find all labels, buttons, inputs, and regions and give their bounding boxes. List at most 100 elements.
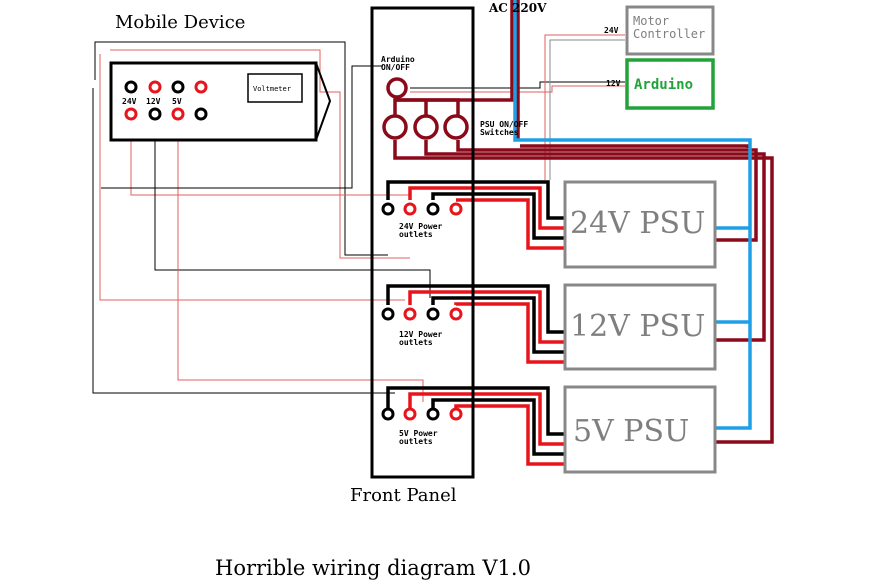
wire-sw1-out — [393, 140, 774, 444]
terminal-mobile-black-2 — [171, 80, 185, 94]
wire-blue-main — [513, 0, 752, 430]
mobile-device-arrow — [315, 62, 332, 141]
psu-5v: 5V PSU — [563, 385, 717, 474]
motor-controller-voltage: 24V — [604, 26, 619, 35]
outlet-5v-red-2 — [449, 407, 463, 421]
outlet-5v-black-1 — [381, 407, 395, 421]
outlet-24v-black-1 — [381, 202, 395, 216]
front-panel-label: Front Panel — [350, 485, 457, 506]
outlet-12v-red-1 — [403, 307, 417, 321]
outlet-12v-black-2 — [426, 307, 440, 321]
motor-controller-box — [625, 5, 715, 56]
outlets-5v: 5V Power outlets — [381, 407, 463, 446]
outlets-24v-label-1: 24V Power — [399, 222, 443, 231]
wire-ac-neutral — [520, 144, 750, 148]
wire-5v-black-2 — [431, 398, 565, 456]
voltmeter-box — [247, 73, 303, 103]
wire-arduino-12v — [410, 81, 625, 89]
psu-5v-label: 5V PSU — [573, 414, 689, 449]
terminal-mobile-red-4 — [171, 107, 185, 121]
psu-5v-box — [563, 385, 717, 474]
outlet-5v-black-2 — [426, 407, 440, 421]
wire-5v-red-1 — [408, 392, 565, 446]
wire-12v-red-2 — [454, 302, 565, 364]
front-panel-body — [370, 6, 475, 479]
psu-switch-2 — [413, 114, 439, 140]
psu-switch-label-2: Switches — [480, 127, 519, 137]
mobile-label-24v: 24V — [122, 97, 137, 106]
wire-5v-red-2 — [454, 404, 565, 466]
ac-label: AC 220V — [488, 1, 547, 15]
terminal-mobile-red-2 — [194, 80, 208, 94]
mobile-label-12v: 12V — [146, 97, 161, 106]
terminal-mobile-black-4 — [194, 107, 208, 121]
arduino-switch-label-2: ON/OFF — [381, 63, 410, 72]
outlets-24v: 24V Power outlets — [381, 202, 463, 239]
blue-wires — [513, 0, 752, 430]
psu-24v-box — [563, 180, 717, 269]
wire-24v-black-1 — [386, 180, 565, 220]
wire-mobile-lower-red-5v — [177, 116, 424, 402]
motor-controller: 24V Motor Controller — [604, 5, 715, 56]
psu-switch-3 — [443, 114, 469, 140]
arduino-power-switch — [386, 77, 408, 99]
wire-sw3-out — [456, 140, 758, 242]
wire-12v-black-1 — [386, 284, 565, 334]
arduino-switch-label-1: Arduino — [381, 54, 415, 64]
wire-mobile-5v-black — [92, 88, 395, 394]
outlet-12v-black-1 — [381, 307, 395, 321]
psu-24v-label: 24V PSU — [570, 206, 705, 241]
wire-mobile-12v-red — [99, 54, 405, 301]
arduino-box — [625, 58, 715, 110]
psu-24v: 24V PSU — [563, 180, 717, 269]
wire-12v-black-2 — [431, 296, 565, 354]
terminal-mobile-black-3 — [148, 107, 162, 121]
wire-mobile-lower-black — [154, 116, 431, 298]
mobile-device-heading: Mobile Device — [115, 12, 245, 33]
outlet-24v-red-2 — [449, 202, 463, 216]
psu-12v-box — [563, 283, 717, 371]
psu-switch-label-1: PSU ON/OFF — [480, 120, 528, 129]
mobile-device: Mobile Device 24V 12V 5V Voltmeter — [109, 12, 332, 142]
outlet-5v-red-1 — [403, 407, 417, 421]
wire-motor-24v-gray — [549, 39, 625, 180]
wire-24v-red-2 — [456, 198, 565, 250]
voltmeter-label: Voltmeter — [253, 85, 291, 93]
terminal-mobile-red-1 — [148, 80, 162, 94]
diagram-title: Horrible wiring diagram V1.0 — [215, 556, 531, 580]
wire-motor-24v-red — [544, 34, 625, 180]
mobile-label-5v: 5V — [172, 97, 182, 106]
wire-24v-red-1 — [408, 186, 565, 230]
motor-controller-label-1: Motor — [633, 14, 669, 28]
terminal-mobile-black-1 — [124, 80, 138, 94]
outlets-12v: 12V Power outlets — [381, 307, 463, 347]
psu-power-wires — [386, 180, 565, 466]
terminal-mobile-red-3 — [124, 107, 138, 121]
psu-12v-label: 12V PSU — [570, 309, 705, 344]
outlets-5v-label-2: outlets — [399, 437, 433, 446]
ac-wires — [393, 0, 774, 444]
front-panel: Arduino ON/OFF PSU ON/OFF Switches 24V P… — [350, 6, 528, 506]
arduino-label: Arduino — [634, 77, 693, 93]
outlets-12v-label-2: outlets — [399, 338, 433, 347]
wire-mobile-top-black — [101, 65, 383, 189]
outlet-24v-red-1 — [403, 202, 417, 216]
outlets-5v-label-1: 5V Power — [399, 429, 438, 438]
outlet-12v-red-2 — [449, 307, 463, 321]
arduino-voltage: 12V — [606, 79, 621, 88]
wire-mobile-24v-black — [94, 41, 388, 256]
wire-mobile-lower-red — [130, 116, 410, 196]
psu-12v: 12V PSU — [563, 283, 717, 371]
outlet-24v-black-2 — [426, 202, 440, 216]
wire-top-red-loop — [110, 49, 410, 259]
wire-arduino-12v-red — [410, 85, 625, 93]
outlets-12v-label-1: 12V Power — [399, 330, 443, 339]
wire-5v-black-1 — [386, 386, 565, 436]
wire-12v-red-1 — [408, 290, 565, 344]
wire-24v-black-2 — [431, 192, 565, 240]
wire-sw2-out — [424, 140, 766, 342]
outlets-24v-label-2: outlets — [399, 230, 433, 239]
motor-controller-label-2: Controller — [633, 27, 705, 41]
arduino: 12V Arduino — [606, 58, 715, 110]
